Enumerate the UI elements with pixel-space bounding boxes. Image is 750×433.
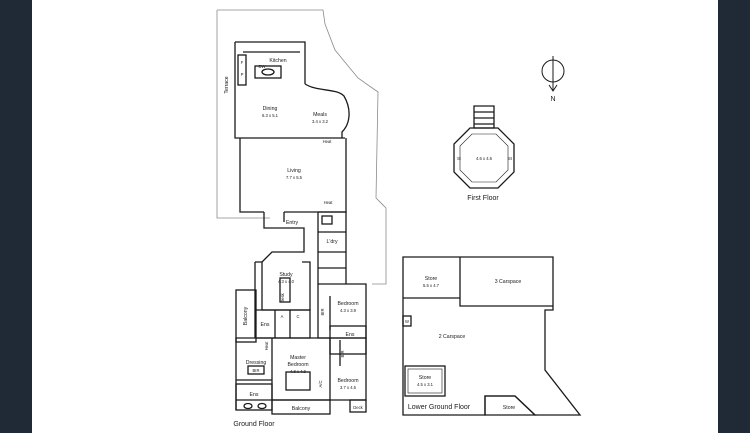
master-ensuite-label: Ens	[250, 392, 259, 398]
first-floor-plan	[453, 105, 515, 189]
dining-label: Dining	[263, 106, 278, 112]
lower-ground-caption: Lower Ground Floor	[408, 404, 471, 411]
living-dimensions: 7.7 x 5.5	[286, 175, 303, 180]
se-bedroom-dimensions: 3.7 x 4.5	[340, 385, 357, 390]
meals-heat-label: Heat	[323, 139, 333, 144]
deck-label: Deck	[353, 405, 363, 410]
east-ensuite	[329, 325, 367, 355]
fridge-label: F	[241, 60, 244, 65]
dressing-label: Dressing	[246, 360, 267, 366]
a-label: A	[281, 314, 284, 319]
carspace-3-label: 3 Carspace	[495, 279, 522, 285]
wall-tag-box	[402, 315, 412, 327]
store-top-walls	[403, 257, 553, 307]
dining-dimensions: 6.3 x 5.1	[262, 113, 279, 118]
octagonal-room	[453, 127, 515, 189]
study-dimensions: 4.3 x 4.0	[278, 279, 295, 284]
pantry-label: P	[241, 72, 244, 77]
carspace-2-label: 2 Carspace	[439, 334, 466, 340]
first-floor-labels: 4.6 x 4.6 SI SI First Floor	[457, 156, 512, 202]
compass-north-label: N	[550, 96, 555, 103]
compass-arrowhead	[548, 84, 558, 92]
octagonal-room-inner	[459, 133, 509, 183]
east-bir-label: BIR	[320, 309, 325, 316]
south-balcony	[271, 399, 331, 415]
site-boundary	[216, 9, 387, 285]
master-heat-label: Heat	[264, 341, 269, 351]
west-balcony-label: Balcony	[243, 306, 249, 325]
floor-plan-drawing: Terrace Kitchen DW F P Dining 6.3 x 5.1 …	[216, 9, 582, 428]
study-label: Study	[279, 272, 293, 278]
lower-ground-floor-plan	[402, 256, 582, 416]
first-floor-caption: First Floor	[467, 195, 499, 202]
east-bedroom-label: Bedroom	[337, 301, 358, 307]
kitchen-island	[254, 65, 282, 79]
terrace-label: Terrace	[224, 76, 230, 93]
first-floor-si-right: SI	[508, 156, 512, 161]
ground-floor-plan	[216, 9, 387, 415]
deck	[349, 399, 367, 413]
store-mid-inner	[407, 368, 443, 394]
master-label: Master	[290, 355, 306, 361]
living-label: Living	[287, 168, 301, 174]
master-ensuite	[235, 383, 273, 411]
store-bottom-walls	[484, 395, 537, 416]
meals-dimensions: 3.4 x 3.2	[312, 119, 329, 124]
meals-bay-wall	[304, 83, 350, 138]
west-balcony	[235, 289, 257, 343]
kitchen-side-bench	[237, 54, 247, 86]
first-floor-dimensions: 4.6 x 4.6	[476, 156, 493, 161]
c-label: C	[296, 314, 299, 319]
entry-walls	[261, 212, 305, 263]
se-bir-label: BIR	[340, 351, 345, 358]
meals-label: Meals	[313, 112, 327, 118]
north-arrow-icon	[541, 56, 565, 92]
entry-label: Entry	[286, 220, 299, 226]
living-heat-label: Heat	[324, 200, 334, 205]
wall-tag-label: W	[405, 319, 409, 324]
kitchen-dining-walls	[234, 41, 345, 139]
se-bedroom-label: Bedroom	[337, 378, 358, 384]
ground-floor-labels: Terrace Kitchen DW F P Dining 6.3 x 5.1 …	[224, 58, 364, 428]
study-ensuite-label: Ens	[261, 322, 270, 328]
store-top-label: Store	[425, 276, 438, 282]
ground-floor-caption: Ground Floor	[233, 421, 275, 428]
store-bottom-label: Store	[503, 405, 516, 411]
dressing-robe	[247, 365, 265, 375]
dw-label: DW	[259, 64, 266, 69]
right-dark-border	[718, 0, 750, 433]
first-floor-stair	[473, 105, 495, 129]
basin-icon	[243, 402, 253, 410]
kitchen-label: Kitchen	[269, 58, 286, 64]
master-bed	[285, 371, 311, 391]
laundry-sink	[321, 215, 333, 225]
store-mid-box	[404, 365, 446, 397]
master-bedroom-label: Bedroom	[287, 362, 308, 368]
floor-plan-image: Terrace Kitchen DW F P Dining 6.3 x 5.1 …	[32, 0, 718, 433]
ac-label: A/C	[318, 381, 323, 388]
south-balcony-label: Balcony	[292, 406, 311, 412]
left-dark-border	[0, 0, 32, 433]
basin-icon	[257, 402, 267, 410]
lower-ground-outline	[402, 256, 582, 416]
laundry-label: L'dry	[326, 239, 337, 245]
store-top-dimensions: 5.5 x 4.7	[423, 283, 440, 288]
master-dimensions: 4.8 x 4.9	[290, 369, 307, 374]
store-mid-label: Store	[419, 375, 432, 381]
store-mid-dimensions: 4.5 x 3.1	[417, 382, 434, 387]
east-bedroom-dimensions: 4.3 x 3.9	[340, 308, 357, 313]
laundry-walls	[317, 211, 347, 284]
lower-ground-labels: Store 5.5 x 4.7 3 Carspace W 2 Carspace …	[405, 276, 521, 411]
east-ensuite-label: Ens	[346, 332, 355, 338]
first-floor-si-left: SI	[457, 156, 461, 161]
study-desk	[279, 277, 291, 303]
sink-icon	[261, 68, 275, 76]
desk-label: Desk	[280, 292, 285, 302]
dressing-bir-label: BIR	[253, 368, 260, 373]
